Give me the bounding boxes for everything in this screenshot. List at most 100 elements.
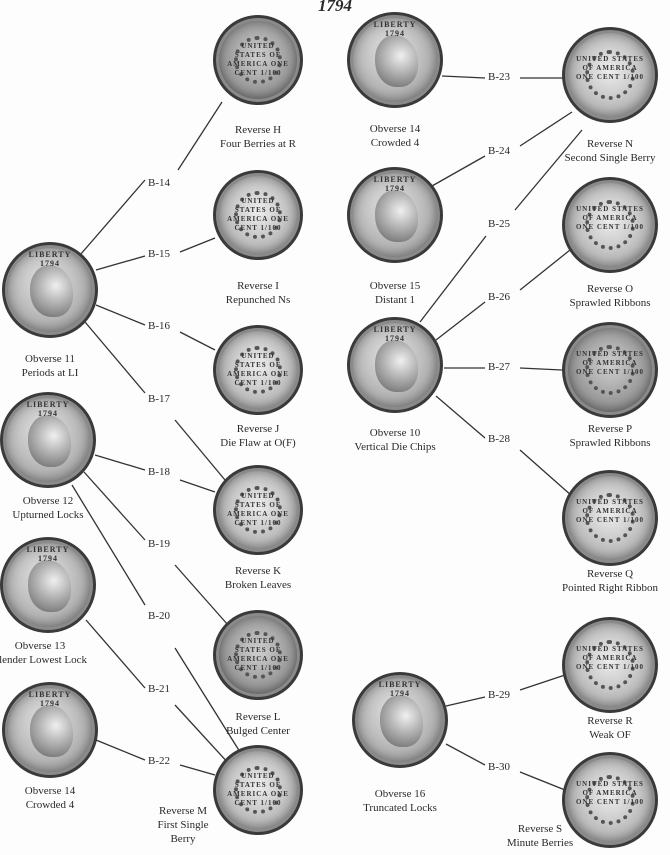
reverse-j-coin: UNITED STATES OF AMERICA ONE CENT 1/100 [213,325,303,415]
obverse-11-coin: LIBERTY 1794 [2,242,98,338]
caption-desc: Die Flaw at O(F) [220,437,296,449]
variety-label: B-20 [148,610,170,622]
caption-name: Obverse 14 [24,785,76,797]
coin-lettering: UNITED STATES OF AMERICA ONE CENT 1/100 [576,55,644,82]
coin-lettering: UNITED STATES OF AMERICA ONE CENT 1/100 [576,498,644,525]
caption-name: Reverse L [235,711,281,723]
variety-label: B-15 [148,248,170,260]
caption-desc: Crowded 4 [370,137,420,149]
caption-desc: Broken Leaves [224,579,292,591]
coin-lettering: LIBERTY 1794 [373,20,417,39]
variety-label: B-21 [148,683,170,695]
variety-label: B-25 [488,218,510,230]
caption-name: Obverse 10 [369,427,421,439]
obverse-13-coin: LIBERTY 1794 [0,537,96,633]
variety-label: B-26 [488,291,510,303]
coin-lettering: LIBERTY 1794 [26,400,70,419]
coin-lettering: LIBERTY 1794 [26,545,70,564]
reverse-s-coin: UNITED STATES OF AMERICA ONE CENT 1/100 [562,752,658,848]
reverse-l-caption: Reverse L Bulged Center [178,710,338,738]
variety-label: B-14 [148,177,170,189]
reverse-k-coin: UNITED STATES OF AMERICA ONE CENT 1/100 [213,465,303,555]
caption-name: Obverse 12 [22,495,74,507]
obverse-10-coin: LIBERTY 1794 [347,317,443,413]
reverse-n-caption: Reverse N Second Single Berry [530,137,670,165]
variety-label: B-28 [488,433,510,445]
reverse-n-coin: UNITED STATES OF AMERICA ONE CENT 1/100 [562,27,658,123]
obverse-14-left-coin: LIBERTY 1794 [2,682,98,778]
obverse-14-left-caption: Obverse 14 Crowded 4 [0,784,130,812]
page-title: 1794 [318,0,352,15]
reverse-h-coin: UNITED STATES OF AMERICA ONE CENT 1/100 [213,15,303,105]
caption-desc: Second Single Berry [564,152,656,164]
variety-label: B-19 [148,538,170,550]
caption-name: Reverse P [587,423,633,435]
caption-desc: Bulged Center [226,725,290,737]
obverse-14-top-caption: Obverse 14 Crowded 4 [315,122,475,150]
caption-desc: Truncated Locks [363,802,437,814]
coin-lettering: UNITED STATES OF AMERICA ONE CENT 1/100 [576,780,644,807]
reverse-l-coin: UNITED STATES OF AMERICA ONE CENT 1/100 [213,610,303,700]
caption-name: Reverse N [586,138,634,150]
caption-desc: Sprawled Ribbons [569,297,651,309]
coin-lettering: LIBERTY 1794 [28,250,72,269]
reverse-p-coin: UNITED STATES OF AMERICA ONE CENT 1/100 [562,322,658,418]
caption-desc: Upturned Locks [12,509,84,521]
obverse-14-top-coin: LIBERTY 1794 [347,12,443,108]
reverse-q-coin: UNITED STATES OF AMERICA ONE CENT 1/100 [562,470,658,566]
coin-lettering: LIBERTY 1794 [373,175,417,194]
caption-name: Obverse 14 [369,123,421,135]
coin-lettering: UNITED STATES OF AMERICA ONE CENT 1/100 [227,41,289,77]
reverse-q-caption: Reverse Q Pointed Right Ribbon [530,567,670,595]
caption-name: Reverse K [234,565,282,577]
caption-name: Reverse M [159,805,207,817]
caption-desc: Minute Berries [506,837,574,849]
caption-desc: Distant 1 [374,294,416,306]
reverse-s-caption: Reverse S Minute Berries [460,822,620,850]
variety-label: B-16 [148,320,170,332]
coin-lettering: UNITED STATES OF AMERICA ONE CENT 1/100 [227,196,289,232]
variety-label: B-27 [488,361,510,373]
coin-lettering: UNITED STATES OF AMERICA ONE CENT 1/100 [227,491,289,527]
coin-lettering: UNITED STATES OF AMERICA ONE CENT 1/100 [576,350,644,377]
obverse-11-caption: Obverse 11 Periods at LI [0,352,130,380]
caption-name: Obverse 16 [374,788,426,800]
variety-label: B-22 [148,755,170,767]
coin-lettering: UNITED STATES OF AMERICA ONE CENT 1/100 [576,645,644,672]
caption-name: Reverse S [517,823,563,835]
reverse-i-coin: UNITED STATES OF AMERICA ONE CENT 1/100 [213,170,303,260]
coin-lettering: UNITED STATES OF AMERICA ONE CENT 1/100 [227,351,289,387]
caption-desc: Vertical Die Chips [354,441,436,453]
caption-name: Obverse 11 [25,353,75,365]
caption-desc: Four Berries at R [219,138,297,150]
reverse-o-coin: UNITED STATES OF AMERICA ONE CENT 1/100 [562,177,658,273]
reverse-r-caption: Reverse R Weak OF [530,714,670,742]
reverse-k-caption: Reverse K Broken Leaves [178,564,338,592]
coin-lettering: UNITED STATES OF AMERICA ONE CENT 1/100 [576,205,644,232]
caption-name: Reverse R [587,715,633,727]
variety-label: B-24 [488,145,510,157]
caption-desc: Crowded 4 [25,799,75,811]
coin-lettering: LIBERTY 1794 [28,690,72,709]
coin-lettering: UNITED STATES OF AMERICA ONE CENT 1/100 [227,636,289,672]
caption-desc: Weak OF [589,729,631,741]
variety-label: B-18 [148,466,170,478]
reverse-p-caption: Reverse P Sprawled Ribbons [530,422,670,450]
caption-name: Reverse J [236,423,280,435]
caption-desc: Berry [170,833,196,845]
obverse-12-coin: LIBERTY 1794 [0,392,96,488]
caption-desc: Pointed Right Ribbon [562,582,658,594]
coin-lettering: UNITED STATES OF AMERICA ONE CENT 1/100 [227,771,289,807]
variety-label: B-30 [488,761,510,773]
variety-label: B-23 [488,71,510,83]
obverse-15-coin: LIBERTY 1794 [347,167,443,263]
variety-label: B-29 [488,689,510,701]
caption-desc: Sprawled Ribbons [569,437,651,449]
caption-name: Reverse Q [586,568,634,580]
caption-desc: Periods at LI [21,367,79,379]
